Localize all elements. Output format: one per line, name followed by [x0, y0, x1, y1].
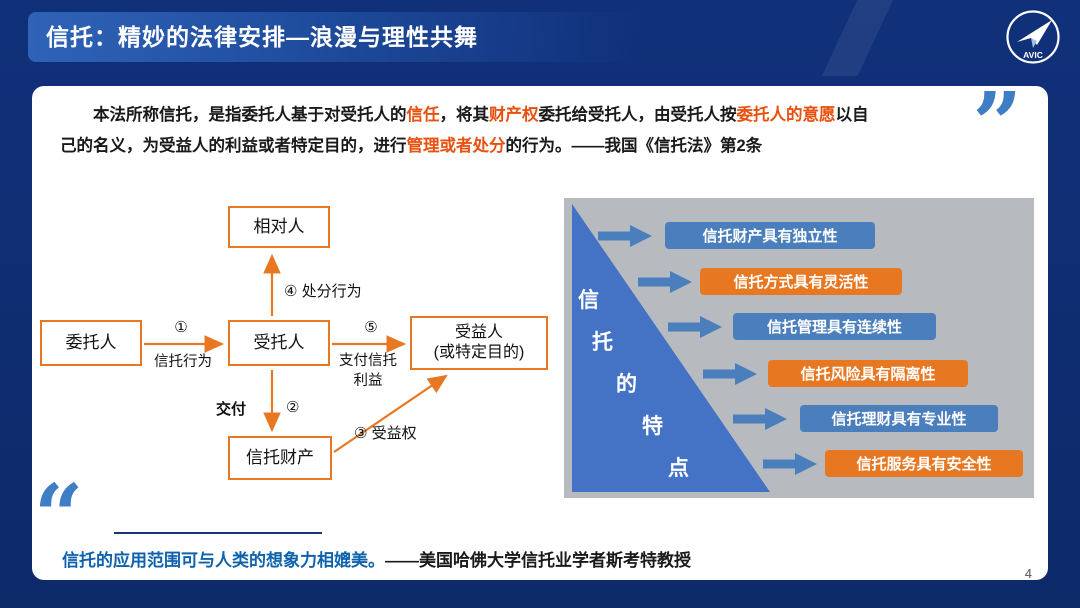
label-pay-benefit: 支付信托 利益	[332, 352, 404, 391]
quote-segment-highlight: 委托人的意愿	[736, 106, 836, 124]
features-triangle	[572, 204, 770, 492]
box-counterparty-label: 相对人	[253, 217, 305, 237]
label-trust-act: 信托行为	[154, 354, 212, 370]
feature-pill: 信托服务具有安全性	[825, 450, 1023, 477]
quote-segment: 以自己的名义，为受益人的利益或者特定目的，进行	[60, 106, 869, 156]
feature-pill: 信托理财具有专业性	[800, 405, 998, 432]
quote-segment: 的行为。——我国《信托法》第2条	[505, 137, 763, 156]
header-decorative-swoosh	[750, 0, 970, 76]
quote-segment-highlight: 管理或者处分	[406, 137, 506, 156]
feature-pill: 信托财产具有独立性	[665, 222, 875, 249]
label-step5-number: ⑤	[364, 319, 378, 336]
trust-features-panel: 信 托 的 特 点 信托财产具有独立性 信托方式具有灵活性 信托管理具有连续性 …	[564, 198, 1034, 498]
box-beneficiary-line1: 受益人	[454, 324, 503, 341]
quote-divider-line	[114, 532, 322, 534]
box-trust-property-label: 信托财产	[246, 448, 314, 468]
triangle-char: 信	[578, 289, 599, 312]
box-settlor-label: 委托人	[65, 333, 117, 353]
quote-segment: ，将其	[439, 106, 490, 124]
right-arrow-icon	[638, 271, 692, 293]
opening-quote-icon: “	[34, 466, 84, 567]
label-deliver: 交付	[216, 401, 247, 418]
triangle-char: 托	[592, 331, 613, 354]
box-settlor: 委托人	[40, 320, 142, 366]
label-step2-number: ②	[286, 399, 300, 416]
label-benefit-right: ③ 受益权	[354, 425, 417, 442]
page-number: 4	[1024, 566, 1032, 581]
right-arrow-icon	[598, 225, 652, 247]
legal-quote-paragraph: 本法所称信托，是指委托人基于对受托人的信任，将其财产权委托给受托人，由受托人按委…	[60, 100, 870, 163]
box-trust-property: 信托财产	[228, 436, 332, 480]
avic-logo-icon: AVIC	[1006, 10, 1060, 64]
triangle-char: 点	[668, 457, 689, 480]
right-arrow-icon	[763, 453, 817, 475]
feature-pill: 信托风险具有隔离性	[768, 360, 968, 387]
box-trustee: 受托人	[228, 320, 330, 366]
feature-pill: 信托方式具有灵活性	[700, 268, 902, 295]
content-card: 本法所称信托，是指委托人基于对受托人的信任，将其财产权委托给受托人，由受托人按委…	[32, 82, 1048, 581]
label-pay-benefit-line2: 利益	[353, 372, 383, 389]
feature-pill: 信托管理具有连续性	[733, 313, 936, 340]
footer-quote-attribution: ——美国哈佛大学信托业学者斯考特教授	[385, 551, 691, 570]
right-arrow-icon	[733, 408, 787, 430]
triangle-char: 的	[616, 373, 637, 396]
label-pay-benefit-line1: 支付信托	[339, 353, 397, 369]
slide-title: 信托：精妙的法律安排—浪漫与理性共舞	[46, 24, 478, 50]
label-step1-number: ①	[174, 319, 188, 336]
box-beneficiary: 受益人 (或特定目的)	[410, 316, 548, 370]
box-beneficiary-line2: (或特定目的)	[433, 344, 525, 361]
avic-logo-text: AVIC	[1023, 50, 1043, 60]
box-trustee-label: 受托人	[253, 333, 305, 353]
quote-segment: 本法所称信托，是指委托人基于对受托人的	[93, 106, 407, 124]
footer-quote: 信托的应用范围可与人类的想象力相媲美。——美国哈佛大学信托业学者斯考特教授	[62, 546, 691, 571]
quote-segment-highlight: 信任	[406, 106, 440, 124]
title-plate	[28, 12, 646, 62]
right-arrow-icon	[703, 363, 757, 385]
quote-segment: 委托给受托人，由受托人按	[538, 106, 737, 124]
footer-quote-highlight: 信托的应用范围可与人类的想象力相媲美。	[62, 551, 385, 570]
slide-header: 信托：精妙的法律安排—浪漫与理性共舞 AVIC	[0, 0, 1080, 86]
closing-quote-icon: ”	[972, 74, 1022, 175]
triangle-char: 特	[642, 415, 663, 438]
quote-segment-highlight: 财产权	[489, 106, 539, 124]
box-counterparty: 相对人	[228, 206, 330, 248]
label-disposal: ④ 处分行为	[284, 283, 362, 300]
right-arrow-icon	[668, 316, 722, 338]
